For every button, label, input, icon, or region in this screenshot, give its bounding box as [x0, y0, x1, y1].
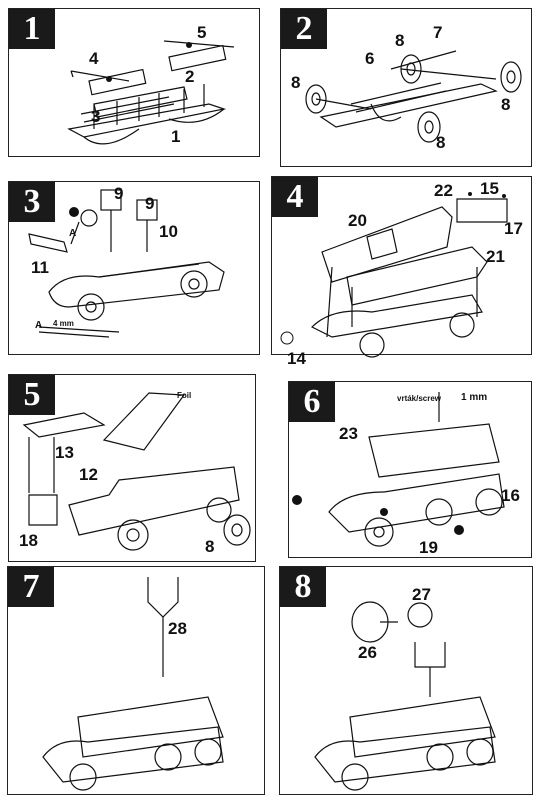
callout-15: 15: [480, 179, 499, 198]
axles-wheels-drawing: [305, 50, 522, 143]
label-diameter: 1 mm: [461, 392, 488, 403]
step-8-panel: 8 27 26: [279, 566, 533, 795]
callout-12: 12: [79, 465, 98, 484]
callout-2: 2: [185, 67, 195, 86]
step-3-badge: 3: [9, 182, 55, 222]
antenna-drawing: [42, 577, 224, 791]
callout-3: 3: [91, 107, 101, 126]
callout-23: 23: [339, 424, 358, 443]
label-a: A: [69, 228, 77, 239]
callout-14: 14: [287, 349, 306, 368]
callout-27: 27: [412, 585, 431, 604]
callout-26: 26: [358, 643, 377, 662]
step-7-badge: 7: [8, 567, 54, 607]
callout-19: 19: [419, 538, 438, 557]
callout-16: 16: [501, 486, 520, 505]
label-foil: Foil: [177, 391, 192, 400]
step-7-panel: 7 28: [7, 566, 265, 795]
chassis-frame-drawing: [67, 40, 235, 145]
callout-28: 28: [168, 619, 187, 638]
label-4mm: 4 mm: [53, 319, 74, 328]
callout-13: 13: [55, 443, 74, 462]
callout-20: 20: [348, 211, 367, 230]
label-drill: vrták/screw: [397, 394, 442, 403]
callout-10: 10: [159, 222, 178, 241]
callout-9b: 9: [145, 194, 155, 213]
callout-8-top: 8: [395, 31, 405, 50]
step-1-panel: 1 4 5 2 3 1: [8, 8, 260, 157]
cabin-roof-drawing: [292, 392, 505, 547]
label-a2: A: [35, 320, 43, 331]
hood-windshield-drawing: [22, 392, 251, 551]
step-4-panel: 4 22 15 20 17 21 14: [271, 176, 532, 368]
callout-17: 17: [504, 219, 523, 238]
interior-seats-drawing: [28, 189, 225, 338]
step-6-panel: 6 23 16 19 vrták/screw 1 mm: [288, 381, 532, 558]
step-5-panel: 5 13 12 18 8 Foil: [8, 374, 256, 562]
callout-11: 11: [31, 258, 49, 277]
callout-22: 22: [434, 181, 453, 200]
callout-4: 4: [89, 49, 99, 68]
body-panels-drawing: [280, 192, 508, 358]
callout-18: 18: [19, 531, 38, 550]
step-5-badge: 5: [9, 375, 55, 415]
callout-21: 21: [486, 247, 505, 266]
callout-5: 5: [197, 23, 207, 42]
step-2-badge: 2: [281, 9, 327, 49]
callout-7: 7: [433, 23, 443, 42]
step-1-badge: 1: [9, 9, 55, 49]
callout-8: 8: [205, 537, 215, 556]
step-6-badge: 6: [289, 382, 335, 422]
callout-9a: 9: [114, 184, 124, 203]
callout-8-right: 8: [501, 95, 511, 114]
searchlight-drawing: [314, 601, 496, 791]
step-3-panel: 3 9 9 10 11 A A 4 mm: [8, 181, 260, 355]
callout-8-bottom: 8: [436, 133, 446, 152]
step-4-badge: 4: [272, 177, 318, 217]
callout-1: 1: [171, 127, 181, 146]
step-2-panel: 2 7 8 6 8 8 8: [280, 8, 532, 167]
step-8-badge: 8: [280, 567, 326, 607]
callout-8-left: 8: [291, 73, 301, 92]
callout-6: 6: [365, 49, 375, 68]
